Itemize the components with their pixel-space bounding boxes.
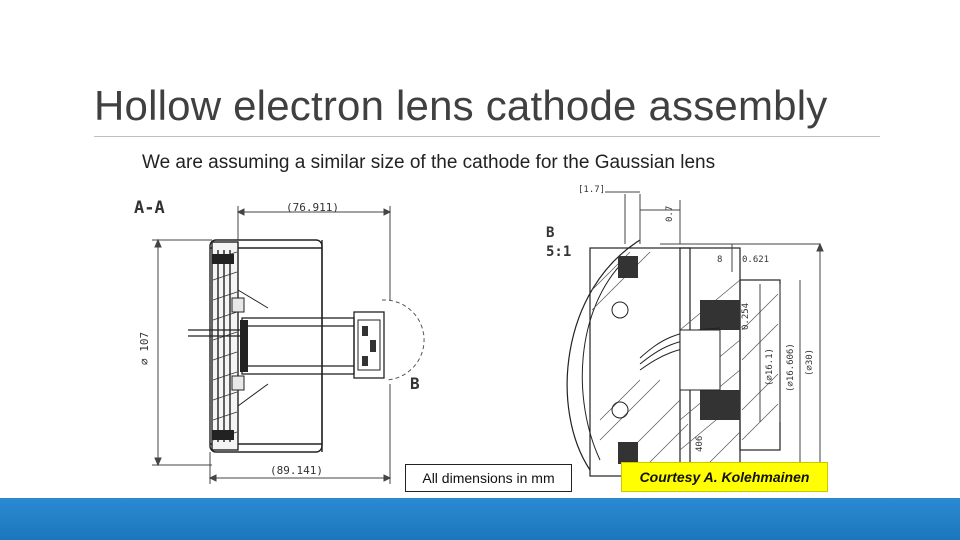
outer-housing	[209, 239, 323, 453]
detail-dim-406: 406	[695, 436, 705, 452]
footer-bar	[0, 498, 960, 540]
cathode-disc	[240, 320, 248, 372]
detail-dim-8: 8	[717, 255, 722, 265]
dimension-bottom-label: (89.141)	[270, 464, 323, 477]
detail-dim-0621: 0.621	[742, 255, 769, 265]
dimension-top	[236, 206, 392, 300]
detail-dim-phi16606: (⌀16.606)	[786, 343, 796, 392]
detail-circle	[381, 299, 425, 381]
slide-subtitle: We are assuming a similar size of the ca…	[142, 152, 716, 173]
detail-dim-top: [1.7]	[578, 185, 605, 195]
supports	[231, 289, 269, 407]
detail-dim-vertical-top: 0.7	[665, 206, 675, 222]
detail-label: B	[410, 374, 420, 393]
detail-scale-ratio: 5:1	[546, 244, 571, 260]
detail-solid-blocks	[618, 256, 740, 464]
dimensions-note: All dimensions in mm	[405, 464, 572, 492]
detail-inner-arc	[581, 259, 626, 461]
title-divider	[94, 136, 880, 137]
flange-bottom-block	[212, 430, 234, 440]
detail-wires	[611, 301, 721, 419]
dimension-bottom	[208, 384, 392, 484]
insulator-fill	[362, 326, 376, 366]
cathode-tube	[188, 311, 385, 379]
flange-top-block	[212, 254, 234, 264]
detail-scale-letter: B	[546, 225, 554, 241]
insulator-block	[357, 319, 381, 371]
courtesy-credit: Courtesy A. Kolehmainen	[621, 462, 828, 492]
detail-dim-phi30: (⌀30)	[805, 349, 815, 376]
detail-dim-0254: 0.254	[741, 303, 751, 330]
slide-title: Hollow electron lens cathode assembly	[94, 82, 828, 129]
section-label: A-A	[134, 198, 165, 218]
dimension-left-label: ⌀ 107	[138, 332, 151, 365]
detail-top-dims	[605, 191, 820, 245]
detail-outer-arc	[566, 239, 641, 471]
detail-dim-phi16: (⌀16.1)	[765, 348, 775, 386]
dimension-left	[152, 238, 212, 467]
cathode-assembly-drawing: A-A (76.911) ⌀ 107	[134, 185, 824, 484]
dimension-top-label: (76.911)	[286, 201, 339, 214]
